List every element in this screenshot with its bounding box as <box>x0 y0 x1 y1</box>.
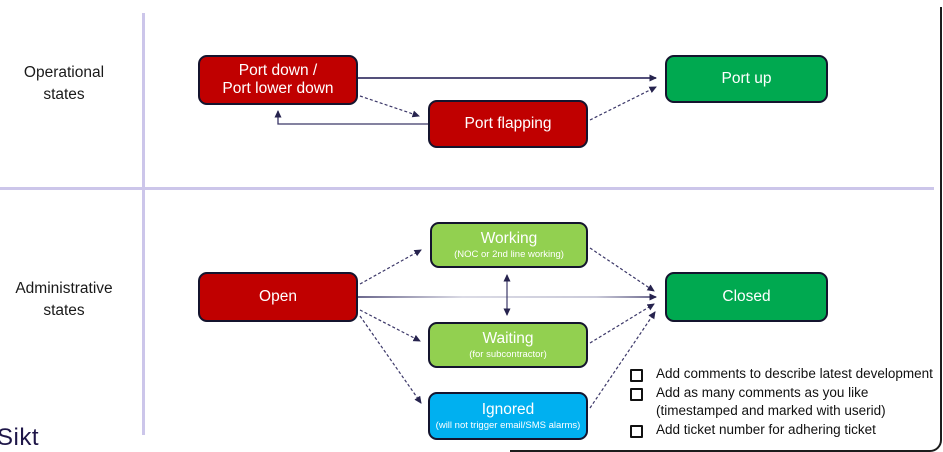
note-text: Add comments to describe latest developm… <box>656 366 933 381</box>
edge-portdown-to-portflapping <box>359 95 420 118</box>
node-label: Open <box>259 288 297 305</box>
node-working: Working (NOC or 2nd line working) <box>430 222 588 268</box>
checkbox-icon <box>630 424 643 438</box>
node-label: Port down / <box>238 62 318 79</box>
note-item: Add as many comments as you like <box>628 384 940 403</box>
horizontal-divider <box>0 187 934 190</box>
sikt-logo: Sikt <box>0 424 40 451</box>
note-item: Add ticket number for adhering ticket <box>628 421 940 440</box>
node-waiting: Waiting (for subcontractor) <box>428 322 588 368</box>
node-open: Open <box>198 272 358 322</box>
edge-working-to-closed <box>589 247 655 292</box>
operational-states-label: Operational states <box>0 62 128 106</box>
vertical-divider <box>142 13 145 435</box>
node-label: Port flapping <box>464 115 552 132</box>
note-text: (timestamped and marked with userid) <box>656 403 886 418</box>
node-label: Port up <box>721 70 772 87</box>
notes-list: Add comments to describe latest developm… <box>628 365 940 439</box>
checkbox-icon <box>630 387 643 401</box>
edge-open-to-ignored <box>359 315 422 404</box>
node-label: Closed <box>722 288 771 305</box>
node-sublabel: (will not trigger email/SMS alarms) <box>435 420 581 431</box>
node-sublabel: (for subcontractor) <box>469 349 547 360</box>
edge-open-to-working <box>359 249 422 285</box>
checkbox-icon <box>630 369 643 382</box>
node-label: Working <box>480 230 538 247</box>
node-port-up: Port up <box>665 55 828 103</box>
edge-portflapping-to-portup <box>589 86 657 121</box>
node-port-flapping: Port flapping <box>428 100 588 148</box>
label-line: states <box>43 302 85 319</box>
administrative-states-label: Administrative states <box>0 278 128 322</box>
note-text: Add as many comments as you like <box>656 384 869 400</box>
node-label: Waiting <box>482 330 534 347</box>
note-text: Add ticket number for adhering ticket <box>656 421 876 437</box>
note-item-continuation: (timestamped and marked with userid) <box>628 402 940 421</box>
note-item: Add comments to describe latest developm… <box>628 365 940 384</box>
edge-portflapping-to-portdown <box>274 110 428 125</box>
node-label: Ignored <box>481 401 535 418</box>
node-port-down: Port down / Port lower down <box>198 55 358 105</box>
node-label: Port lower down <box>222 80 334 97</box>
node-closed: Closed <box>665 272 828 322</box>
label-line: Administrative <box>15 280 113 297</box>
label-line: states <box>43 86 85 103</box>
edge-waiting-to-closed <box>589 303 655 344</box>
node-ignored: Ignored (will not trigger email/SMS alar… <box>428 392 588 440</box>
edge-open-to-waiting <box>359 309 421 342</box>
label-line: Operational <box>23 64 105 81</box>
node-sublabel: (NOC or 2nd line working) <box>454 249 564 260</box>
